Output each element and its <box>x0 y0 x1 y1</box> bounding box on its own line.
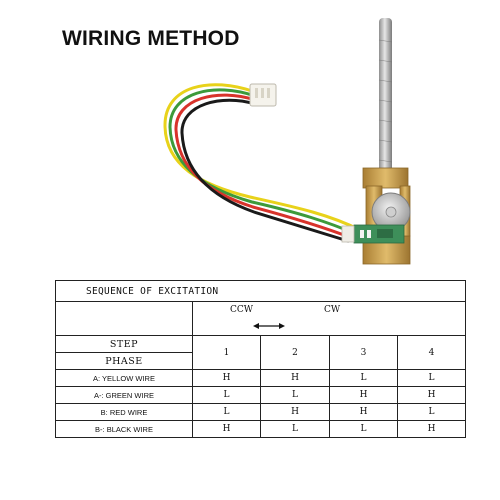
connector-plug <box>249 83 277 107</box>
table-row: B: RED WIRE L H H L <box>55 403 466 421</box>
table-row: B-: BLACK WIRE H L L H <box>55 420 466 438</box>
state-cell: H <box>260 403 330 421</box>
state-cell: H <box>260 369 330 387</box>
wire-label: A-: GREEN WIRE <box>55 386 193 404</box>
state-cell: H <box>397 386 466 404</box>
ccw-label: CCW <box>230 305 254 315</box>
table-heading-row: SEQUENCE OF EXCITATION <box>55 280 466 302</box>
state-cell: H <box>192 369 261 387</box>
state-cell: L <box>329 369 398 387</box>
state-cell: L <box>192 403 261 421</box>
step-number: 2 <box>260 335 330 370</box>
wire-label: B-: BLACK WIRE <box>55 420 193 438</box>
state-cell: H <box>329 403 398 421</box>
state-cell: L <box>397 403 466 421</box>
state-cell: L <box>260 386 330 404</box>
wire-label: B: RED WIRE <box>55 403 193 421</box>
yellow-wire <box>163 83 362 232</box>
state-cell: H <box>329 386 398 404</box>
step-row: STEP 1 2 3 4 <box>55 335 466 370</box>
step-number: 1 <box>192 335 261 370</box>
state-cell: L <box>397 369 466 387</box>
step-number: 4 <box>397 335 466 370</box>
table-row: A-: GREEN WIRE L L H H <box>55 386 466 404</box>
step-label: STEP <box>55 335 193 353</box>
green-wire <box>168 88 358 236</box>
direction-cell: CCW CW <box>192 301 466 336</box>
black-wire <box>180 98 350 243</box>
stepper-motor-illustration <box>163 18 411 265</box>
wire-bundle <box>163 83 362 243</box>
state-cell: L <box>329 420 398 438</box>
phase-label: PHASE <box>55 352 193 370</box>
state-cell: L <box>260 420 330 438</box>
direction-blank-cell <box>55 301 193 336</box>
excitation-sequence-table: SEQUENCE OF EXCITATION CCW CW STEP 1 2 3… <box>55 280 466 438</box>
step-number: 3 <box>329 335 398 370</box>
table-heading: SEQUENCE OF EXCITATION <box>55 280 466 302</box>
state-cell: H <box>192 420 261 438</box>
direction-row: CCW CW <box>55 301 466 336</box>
pcb-board <box>353 224 405 244</box>
table-row: A: YELLOW WIRE H H L L <box>55 369 466 387</box>
wire-label: A: YELLOW WIRE <box>55 369 193 387</box>
lead-screw <box>379 18 392 188</box>
state-cell: L <box>192 386 261 404</box>
double-arrow-icon <box>253 323 285 329</box>
state-cell: H <box>397 420 466 438</box>
page-title: WIRING METHOD <box>62 27 240 50</box>
cw-label: CW <box>324 305 341 315</box>
